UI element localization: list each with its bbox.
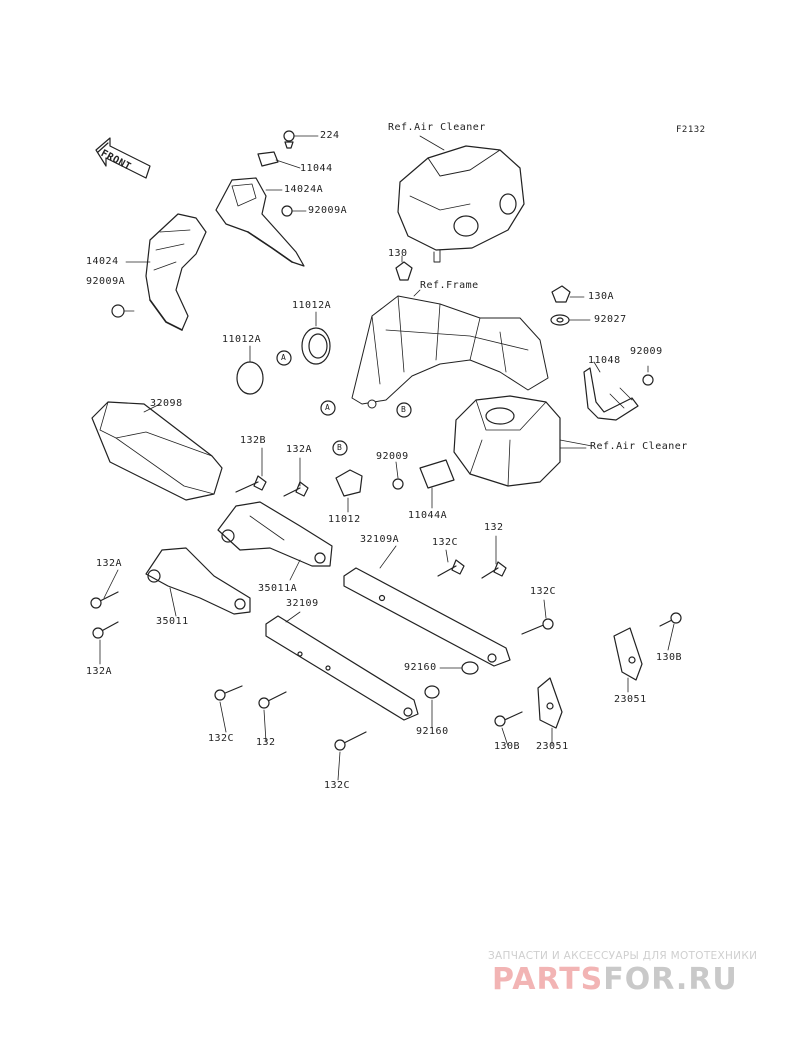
part-11012A-cap-left — [236, 361, 264, 395]
part-23051-plate-bottom — [537, 677, 563, 729]
label-132C-right: 132C — [530, 586, 557, 597]
part-132B-bolt — [235, 475, 267, 493]
part-92009A-bolt-left — [111, 304, 125, 318]
ref-air-cleaner-top: Ref.Air Cleaner — [388, 122, 486, 133]
part-32098-case — [91, 401, 223, 501]
ref-air-cleaner-right: Ref.Air Cleaner — [590, 441, 688, 452]
part-11048-bracket — [583, 367, 639, 421]
part-92009A-bolt-top — [281, 205, 293, 217]
label-92160-right: 92160 — [404, 662, 437, 673]
label-32109: 32109 — [286, 598, 319, 609]
label-23051-bottom: 23051 — [536, 741, 569, 752]
label-132A-left: 132A — [96, 558, 123, 569]
part-224-bolt — [283, 130, 295, 149]
label-130: 130 — [388, 248, 408, 259]
label-92009-right: 92009 — [630, 346, 663, 357]
part-130-bolt — [395, 261, 413, 281]
part-92160-spacer-right — [461, 661, 479, 675]
label-92009A-top: 92009A — [308, 205, 348, 216]
part-32109-bar — [265, 615, 419, 721]
part-14024-cover — [145, 213, 207, 331]
ref-frame: Ref.Frame — [420, 280, 479, 291]
label-130B-right: 130B — [656, 652, 683, 663]
part-92027-grommet — [550, 314, 570, 326]
part-130B-bolt-right — [659, 612, 682, 627]
label-35011: 35011 — [156, 616, 189, 627]
frame — [351, 295, 549, 409]
label-92027: 92027 — [594, 314, 627, 325]
marker-b-mid-label: B — [337, 443, 343, 452]
part-35011A-bracket — [217, 501, 333, 567]
label-14024: 14024 — [86, 256, 119, 267]
part-132-bolt-bottom — [258, 691, 287, 709]
label-32098: 32098 — [150, 398, 183, 409]
label-14024A: 14024A — [284, 184, 324, 195]
part-92009-bolt-mid — [392, 478, 404, 490]
label-132: 132 — [484, 522, 504, 533]
part-130B-bolt-bottom — [494, 711, 523, 727]
watermark-brand-right: FOR.RU — [603, 962, 738, 997]
watermark-logo: PARTSFOR.RU — [492, 962, 738, 997]
label-32109A: 32109A — [360, 534, 400, 545]
label-132A-bottom: 132A — [86, 666, 113, 677]
part-132C-bolt-lowest — [334, 731, 367, 751]
front-arrow — [95, 137, 151, 179]
part-132C-bolt-right — [521, 618, 554, 635]
part-132C-bolt-bottom-left — [214, 685, 243, 701]
part-132A-bolt-bottom — [92, 621, 119, 639]
marker-a-frame — [320, 400, 336, 416]
leader-lines — [99, 135, 675, 781]
label-92009-mid: 92009 — [376, 451, 409, 462]
label-132C-top: 132C — [432, 537, 459, 548]
watermark-brand-left: PARTS — [492, 962, 604, 997]
part-92009-bolt-right — [642, 374, 654, 386]
part-11012A-cap-top — [301, 327, 331, 365]
part-11012-connector — [335, 469, 363, 497]
label-23051-right: 23051 — [614, 694, 647, 705]
label-132C-bottom-left: 132C — [208, 733, 235, 744]
marker-a-top-label: A — [281, 353, 287, 362]
watermark-tagline: ЗАПЧАСТИ И АКСЕССУАРЫ ДЛЯ МОТОТЕХНИКИ — [488, 950, 758, 962]
part-132-bolt — [481, 561, 507, 579]
part-23051-plate-right — [613, 627, 643, 681]
part-35011-bracket — [145, 547, 251, 615]
part-11044A-clip — [419, 459, 455, 489]
part-11044-clip — [257, 151, 279, 167]
air-cleaner-top — [397, 145, 525, 263]
marker-a-frame-label: A — [325, 403, 331, 412]
marker-b-frame-label: B — [401, 405, 407, 414]
label-132A-top: 132A — [286, 444, 313, 455]
part-92160-spacer-bottom — [424, 685, 440, 699]
part-132A-bolt-top — [283, 481, 309, 497]
label-132C-lowest: 132C — [324, 780, 351, 791]
label-11048: 11048 — [588, 355, 621, 366]
label-11012A-top: 11012A — [292, 300, 332, 311]
marker-b-mid — [332, 440, 348, 456]
part-14024A-cover — [215, 177, 305, 267]
marker-a-top — [276, 350, 292, 366]
part-32109A-bar — [343, 567, 511, 667]
label-11044: 11044 — [300, 163, 333, 174]
label-132-bottom: 132 — [256, 737, 276, 748]
label-92160-bottom: 92160 — [416, 726, 449, 737]
label-132B: 132B — [240, 435, 267, 446]
label-92009A-left: 92009A — [86, 276, 126, 287]
label-11012A-left: 11012A — [222, 334, 262, 345]
marker-b-frame — [396, 402, 412, 418]
label-224: 224 — [320, 130, 340, 141]
part-132A-bolt-left — [90, 591, 119, 609]
part-132C-bolt-top — [437, 559, 465, 577]
figure-code: F2132 — [676, 125, 706, 135]
label-11044A: 11044A — [408, 510, 448, 521]
label-130B-bottom: 130B — [494, 741, 521, 752]
label-130A: 130A — [588, 291, 615, 302]
part-130A-bolt — [551, 285, 571, 303]
air-cleaner-right — [453, 395, 561, 487]
label-11012: 11012 — [328, 514, 361, 525]
label-35011A: 35011A — [258, 583, 298, 594]
